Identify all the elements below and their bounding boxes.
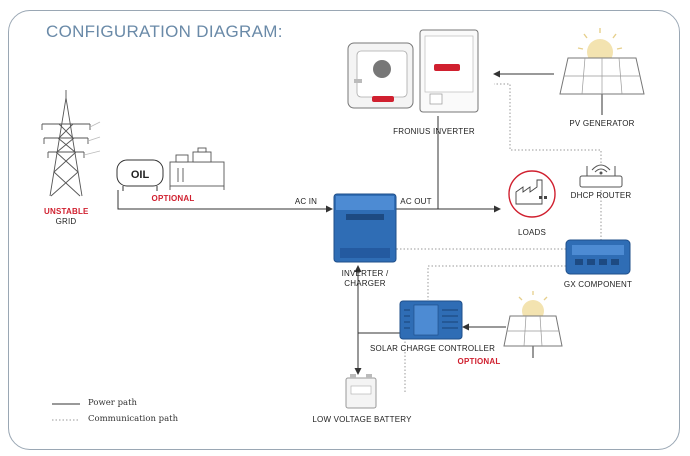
gx-component-label: GX COMPONENT	[563, 280, 633, 289]
solar-charge-controller-icon	[399, 300, 463, 340]
inverter-charger-icon	[333, 193, 397, 263]
diagram-frame	[8, 10, 680, 450]
loads-label: LOADS	[517, 228, 547, 237]
battery-icon	[345, 374, 377, 409]
battery-label: LOW VOLTAGE BATTERY	[312, 415, 412, 424]
inverter-charger-label-line1: INVERTER /	[341, 269, 389, 278]
router-to-fronius-comm	[494, 83, 602, 163]
dhcp-router-icon	[579, 164, 623, 188]
pv-generator-label: PV GENERATOR	[569, 119, 635, 128]
solar-optional-label: OPTIONAL	[457, 357, 501, 366]
gx-to-scc-comm	[427, 265, 566, 300]
ac-out-label: AC OUT	[400, 197, 432, 206]
legend-communication-path: Communication path	[88, 414, 179, 424]
diagram-title: CONFIGURATION DIAGRAM:	[46, 22, 283, 41]
generator-optional-label: OPTIONAL	[151, 194, 195, 203]
oil-label: OIL	[131, 169, 150, 181]
pv-generator-icon	[559, 28, 645, 115]
optional-pv-icon	[503, 291, 563, 358]
grid-unstable-label: UNSTABLE	[44, 207, 89, 216]
inverter-charger-label-line2: CHARGER	[344, 279, 386, 288]
gx-component-icon	[565, 239, 631, 275]
fronius-inverter-icon	[347, 29, 479, 113]
fronius-inverter-label: FRONIUS INVERTER	[393, 127, 475, 136]
loads-icon	[508, 170, 556, 218]
ac-in-label: AC IN	[294, 197, 318, 206]
grid-to-inverter-path	[117, 190, 333, 213]
generator-icon	[169, 147, 225, 190]
power-paths	[117, 70, 554, 375]
solar-charge-controller-label: SOLAR CHARGE CONTROLLER	[370, 344, 496, 353]
grid-label: GRID	[55, 217, 77, 226]
oil-tank-icon	[116, 159, 164, 191]
legend-power-path: Power path	[88, 398, 137, 408]
communication-paths	[395, 83, 602, 394]
grid-pylon-icon	[41, 90, 101, 197]
dhcp-router-label: DHCP ROUTER	[570, 191, 632, 200]
